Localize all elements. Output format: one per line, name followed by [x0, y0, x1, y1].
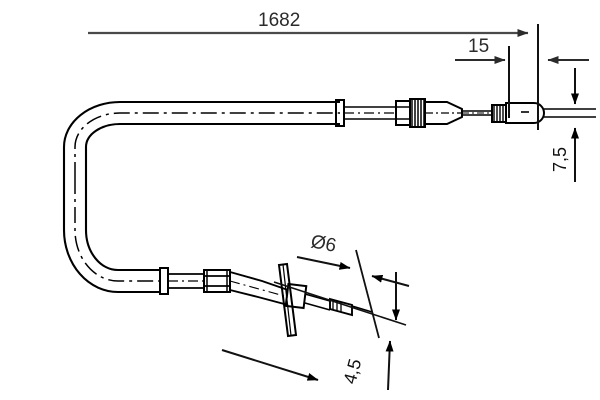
dimension-label-1682: 1682: [258, 10, 300, 31]
dimension-label-45: 4,5: [340, 357, 366, 386]
leader-arrow-lower: [221, 349, 319, 381]
dimension-terminal-height: 7,5: [550, 68, 579, 182]
adjuster-nut: [395, 98, 492, 128]
dimension-terminal-offset: 15: [455, 36, 589, 118]
dimension-label-75: 7,5: [550, 147, 570, 172]
dimension-overall-length: 1682: [88, 10, 539, 130]
sheath-end-upper: [335, 99, 396, 127]
cable-sheath-lower: [159, 267, 204, 295]
dimension-label-15: 15: [468, 36, 489, 57]
mounting-plate: [277, 262, 308, 338]
sleeve-lower: [203, 269, 289, 306]
cable-bend-left: [62, 178, 160, 294]
end-terminal-right: [491, 102, 596, 124]
dimension-label-diameter: Ø6: [309, 231, 338, 256]
end-fitting-lower: [304, 293, 373, 317]
cable-sheath-upper: [62, 100, 340, 178]
dimension-cable-diameter: Ø6: [296, 231, 410, 339]
